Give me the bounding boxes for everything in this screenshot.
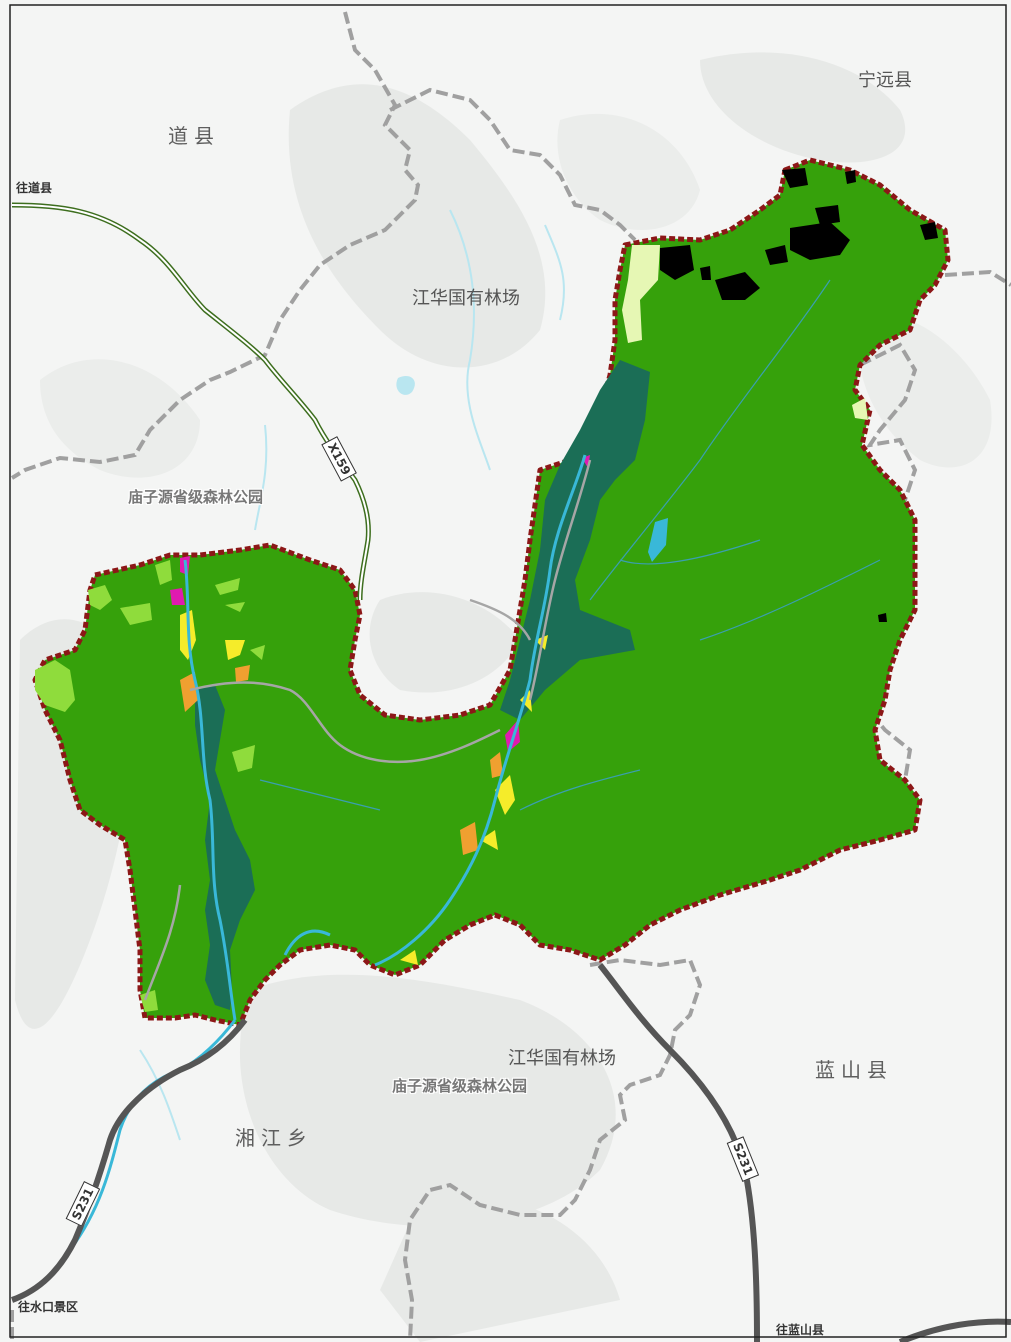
label-xiangjiang: 湘江乡 — [235, 1126, 313, 1150]
label-forest-farm-north: 江华国有林场 — [412, 288, 520, 309]
label-daoxian: 道县 — [168, 124, 220, 148]
reservoir — [648, 518, 668, 562]
terrain-shading — [15, 52, 906, 1342]
lake-background — [396, 375, 415, 395]
light-patches — [35, 560, 265, 1012]
direction-to-daoxian: 往道县 — [16, 181, 53, 195]
direction-to-lanshan: 往蓝山县 — [776, 1323, 825, 1337]
provincial-road-s231 — [10, 1018, 248, 1303]
county-road-x159-inner — [11, 204, 370, 601]
black-patches — [660, 168, 938, 622]
label-forest-park-west: 庙子源省级森林公园 — [128, 488, 264, 506]
protected-area — [32, 157, 951, 1028]
local-roads — [143, 459, 592, 1001]
direction-to-shuikou: 往水口景区 — [18, 1300, 79, 1314]
map-frame — [9, 4, 1007, 1338]
label-ningyuan: 宁远县 — [858, 70, 912, 91]
orange-patches — [180, 665, 503, 855]
water-background — [139, 209, 566, 1141]
streams — [259, 279, 881, 811]
pale-patches — [622, 245, 868, 420]
label-forest-farm-south: 江华国有林场 — [508, 1048, 616, 1069]
terrain-shading-light — [40, 113, 992, 478]
label-forest-park-south: 庙子源省级森林公园 — [392, 1077, 528, 1095]
label-lanshan: 蓝山县 — [815, 1058, 893, 1082]
provincial-road-s231-east — [597, 963, 760, 1342]
